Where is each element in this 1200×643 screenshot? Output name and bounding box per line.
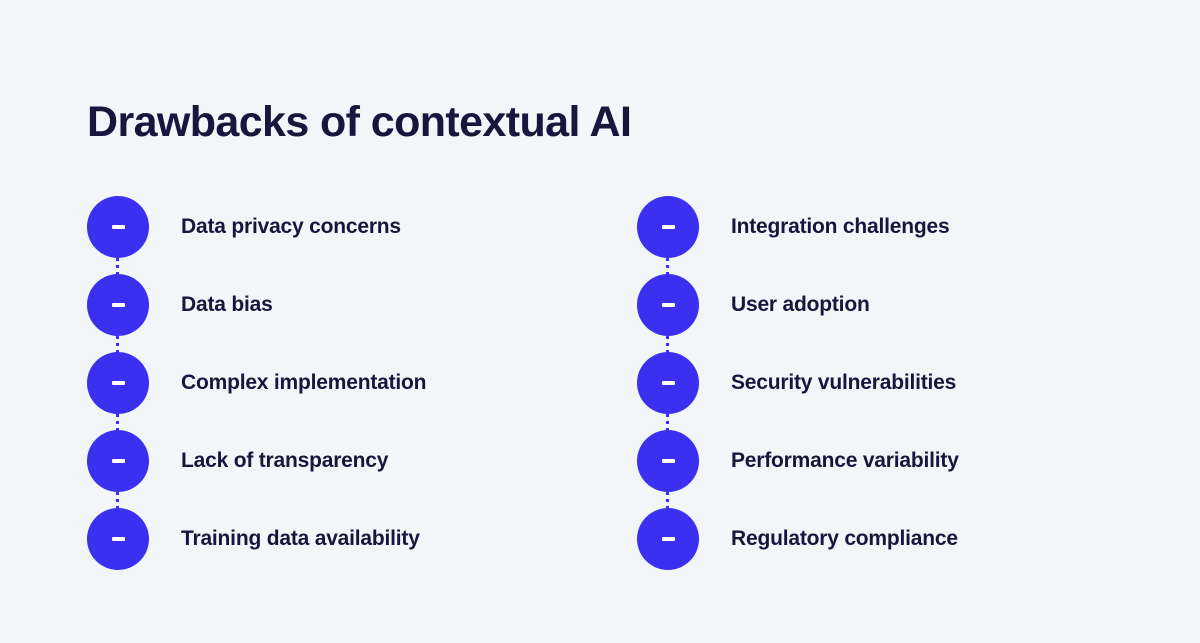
dash-glyph-icon <box>661 303 675 307</box>
dash-glyph-icon <box>111 303 125 307</box>
list-item[interactable]: Complex implementation <box>87 352 427 432</box>
page-title: Drawbacks of contextual AI <box>87 98 632 146</box>
list-item-label: Performance variability <box>731 449 959 472</box>
list-item-label: Data privacy concerns <box>181 215 401 238</box>
dotted-connector-icon <box>116 492 119 510</box>
list-item-label: Integration challenges <box>731 215 950 238</box>
dash-marker-icon <box>637 430 699 492</box>
dash-marker-icon <box>87 508 149 570</box>
dash-glyph-icon <box>661 537 675 541</box>
dash-marker-icon <box>637 508 699 570</box>
dash-glyph-icon <box>111 381 125 385</box>
dash-glyph-icon <box>661 459 675 463</box>
right-column-list: Integration challenges User adoption Sec… <box>637 196 959 580</box>
right-column: Integration challenges User adoption Sec… <box>637 196 959 580</box>
left-column: Data privacy concerns Data bias Complex … <box>87 196 427 580</box>
list-item-label: Data bias <box>181 293 273 316</box>
list-item[interactable]: Performance variability <box>637 430 959 510</box>
list-item-label: Lack of transparency <box>181 449 389 472</box>
dash-glyph-icon <box>661 225 675 229</box>
dotted-connector-icon <box>666 258 669 276</box>
dash-glyph-icon <box>111 225 125 229</box>
dotted-connector-icon <box>666 336 669 354</box>
dash-glyph-icon <box>111 537 125 541</box>
dash-marker-icon <box>87 430 149 492</box>
list-item[interactable]: Data bias <box>87 274 426 354</box>
dotted-connector-icon <box>116 414 119 432</box>
list-item[interactable]: Regulatory compliance <box>637 508 959 580</box>
dash-glyph-icon <box>661 381 675 385</box>
list-item[interactable]: Data privacy concerns <box>87 196 426 276</box>
dash-marker-icon <box>87 274 149 336</box>
left-column-list: Data privacy concerns Data bias Complex … <box>87 196 427 580</box>
dotted-connector-icon <box>666 492 669 510</box>
dash-marker-icon <box>637 274 699 336</box>
list-item-label: Security vulnerabilities <box>731 371 957 394</box>
list-item[interactable]: Lack of transparency <box>87 430 426 510</box>
list-item[interactable]: Security vulnerabilities <box>637 352 959 432</box>
list-item-label: User adoption <box>731 293 870 316</box>
dotted-connector-icon <box>116 258 119 276</box>
list-item-label: Complex implementation <box>181 371 427 394</box>
dotted-connector-icon <box>116 336 119 354</box>
list-item[interactable]: Training data availability <box>87 508 426 580</box>
dash-marker-icon <box>637 352 699 414</box>
list-item[interactable]: User adoption <box>637 274 959 354</box>
dash-marker-icon <box>87 352 149 414</box>
dotted-connector-icon <box>666 414 669 432</box>
dash-glyph-icon <box>111 459 125 463</box>
list-item[interactable]: Integration challenges <box>637 196 959 276</box>
list-item-label: Regulatory compliance <box>731 527 958 550</box>
dash-marker-icon <box>637 196 699 258</box>
list-item-label: Training data availability <box>181 527 420 550</box>
dash-marker-icon <box>87 196 149 258</box>
